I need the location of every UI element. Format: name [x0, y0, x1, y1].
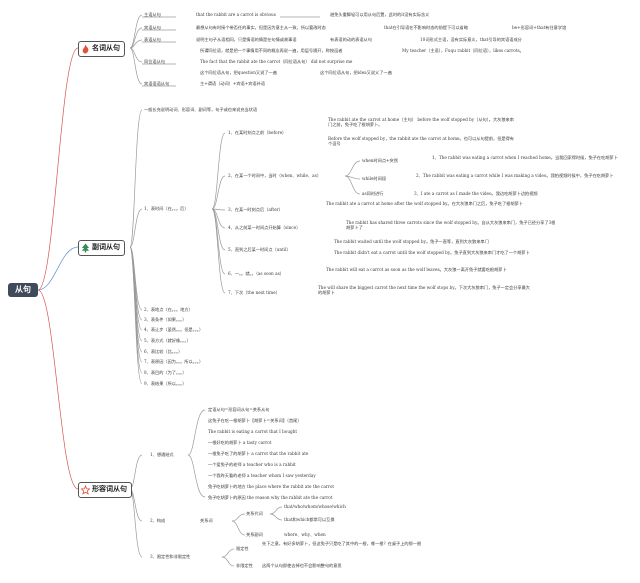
time-as-soon-as: 6、一。。就。。（as soon as）	[228, 271, 284, 276]
adj-limit-a: 限定性	[236, 546, 249, 551]
time-as-soon-as-example: The rabbit will eat a carrot as soon as …	[326, 267, 507, 272]
predicative-clause: 表语从句	[144, 37, 161, 42]
adj-basic-5: 一根兔子吃了的胡萝卜 a carrot that the rabbit ate	[208, 451, 309, 456]
tree-icon	[81, 243, 90, 253]
appositive-note-1b: My teacher（主语），Fuqu rabbit（同位语），likes ca…	[402, 48, 524, 53]
adj-limit-b: 非限定性	[236, 563, 253, 568]
time-before: 1、在某时刻点之前（before）	[228, 130, 287, 135]
branch-adverb-label: 副词从句	[92, 244, 120, 251]
adj-rel-pronoun: 关系代词	[246, 511, 263, 516]
adj-limit-a-example: 先下之意，有好多胡萝卜，但这兔子只是吃了其中的一根，哪一根？在桌子上的那一根	[262, 541, 422, 546]
adj-basic: 1、想通结式	[150, 452, 174, 457]
time-before-example-2: Before the wolf stopped by，the rabbit at…	[328, 136, 514, 146]
adj-relative-word: 关系词	[200, 518, 213, 523]
fire-icon	[82, 44, 89, 54]
branch-noun-label: 名词从句	[92, 45, 120, 52]
time-after: 3、在某一时刻点后（after）	[228, 207, 283, 212]
adj-basic-4: 一根好吃的胡萝卜 a tasty carrot	[208, 440, 272, 445]
object-note-3: be+形容词+that有往意学谊	[512, 25, 567, 30]
adj-rel-adverb: 关系副词	[246, 532, 263, 537]
appositive-note-3b: 这个同位语从句，把idea又说义了一遍	[320, 70, 392, 75]
branch-adverb-clause[interactable]: 副词从句	[78, 240, 125, 256]
time-after-example: The rabbit ate a carrot at home after th…	[326, 201, 523, 206]
adverb-type-item: 3、表条件（如果。。。）	[144, 317, 187, 322]
time-clause: 1、表时间（在。。。后）	[144, 206, 189, 211]
object-note-2: that在引导语在不影响时态的前提下可以省略	[384, 25, 468, 30]
adj-rel-pronoun-a: that/who/whom/whose/which	[284, 504, 346, 509]
appositive-note-2: The fact that the rabbit ate the carrot（…	[200, 59, 353, 64]
time-when-b-example: 2、The rabbit was eating a carrot while I…	[416, 173, 614, 178]
object-note-1: 最想从句有时接个带否任的事实，但是因为意主从一致，所以要改时态	[196, 25, 326, 30]
adj-basic-2: 这兔子在吃一根胡萝卜【胡萝卜=关系词】（首尾）	[208, 418, 302, 423]
subject-clause: 主语从句	[144, 12, 161, 17]
order-clause: 宾语语语从句	[144, 81, 170, 86]
adj-limit-b-example: 这两个从句即使去掉也不会影响整句的意思	[262, 563, 342, 568]
branch-noun-clause[interactable]: 名词从句	[78, 41, 125, 57]
adj-basic-6: 一个爱兔子的老师 a teacher who is a rabbit	[208, 462, 296, 467]
order-note: 主+谓语（动词）+宾语+宾语补语	[200, 81, 265, 86]
time-until: 5、直到之后某一时间点（until）	[228, 247, 291, 252]
appositive-clause: 同位语从句	[144, 59, 165, 64]
adj-basic-9: 兔子吃胡萝卜的原因 the reason why the rabbit ate …	[208, 495, 333, 500]
adj-basic-7: 一个我昨天看的老师 a teacher whom I saw yesterday	[208, 473, 316, 478]
adj-limit: 3、限定性和非限定性	[150, 554, 191, 559]
adj-basic-8: 兔子吃胡萝卜的地方 the place where the rabbit ate…	[208, 484, 335, 489]
adj-rel-pronoun-b: that和which都常可以互换	[284, 517, 335, 522]
time-until-example-1: The rabbit waited until the wolf stopped…	[334, 239, 489, 244]
adj-basic-1: 定语从句=形容词从句=关系从句	[208, 407, 270, 412]
time-when-c: as同时进行	[362, 191, 384, 196]
adverb-type-item: 4、表让步（虽然。。。但是。。。）	[144, 327, 204, 332]
adverb-type-item: 2、表地点（在。。。地方）	[144, 307, 193, 312]
time-before-example-1: The rabbit ate the carrot at home（主句） be…	[328, 117, 514, 127]
branch-adjective-label: 形容词从句	[92, 486, 127, 493]
time-since: 4、从之前某一时间点开始算（since）	[228, 225, 301, 230]
time-since-example: The rabbit has shared three carrots sinc…	[346, 220, 556, 230]
adverb-type-item: 6、表比较（比。。。）	[144, 349, 183, 354]
time-when-a-example: 1、The rabbit was eating a carrot when I …	[432, 155, 618, 160]
branch-adjective-clause[interactable]: 形容词从句	[78, 482, 132, 498]
adverb-type-item: 5、表方式（就好像。。。）	[144, 338, 191, 343]
adj-basic-3: The rabbit is eating a carrot that I bou…	[208, 429, 298, 434]
adj-rel-adverb-a: where、why、when	[284, 532, 326, 537]
predicative-note-2: 有表语的动的表语从句	[330, 37, 372, 42]
subject-example: that the rabbit are a carrot is obvious	[196, 12, 276, 17]
predicative-note-1: 说明主句子从语相同，只是情语的情是在句情或故事语	[196, 37, 297, 42]
adverb-intro: 一般长充说明动词、形容词、副词等，句子或也来说充当状语	[144, 107, 258, 112]
star-icon	[81, 485, 90, 495]
adverb-type-item: 8、表目的（为了。。。）	[144, 370, 187, 375]
root-node: 从句	[8, 283, 38, 297]
predicative-note-3: 10词形式主语，没有实际意义，that引导的宾语语成分	[420, 37, 522, 42]
time-when: 2、在某一个时间中，当时（when、while、as）	[228, 173, 322, 178]
adverb-type-item: 7、表原因（因为。。。所以。。。）	[144, 359, 204, 364]
time-when-a: when时间点+突然	[362, 158, 398, 163]
object-clause: 宾语从句	[144, 25, 161, 30]
time-next-time-example: The will share the biggest carrot the ne…	[318, 285, 530, 295]
time-when-c-example: 3、I ate a carrot as I made the video。我边吃…	[414, 191, 538, 196]
adverb-type-item: 9、表结果（所以。。。）	[144, 381, 187, 386]
time-until-example-2: The rabbit didn't eat a carrot until the…	[334, 250, 530, 255]
appositive-note-1: 所谓同位语，就是把一个事情用不同的概念再说一遍，用层号隔开，称按逗者	[200, 48, 343, 53]
appositive-note-3: 这个同位语从句，把question又说了一遍	[200, 70, 277, 75]
time-when-b: while时间段	[362, 176, 387, 181]
time-next-time: 7、下次（the next time）	[228, 290, 280, 295]
adj-structure: 2、构成	[150, 518, 166, 523]
subject-note: 避免头重脚轻可以用从句后置，此时的it没有实际含义	[330, 12, 430, 17]
